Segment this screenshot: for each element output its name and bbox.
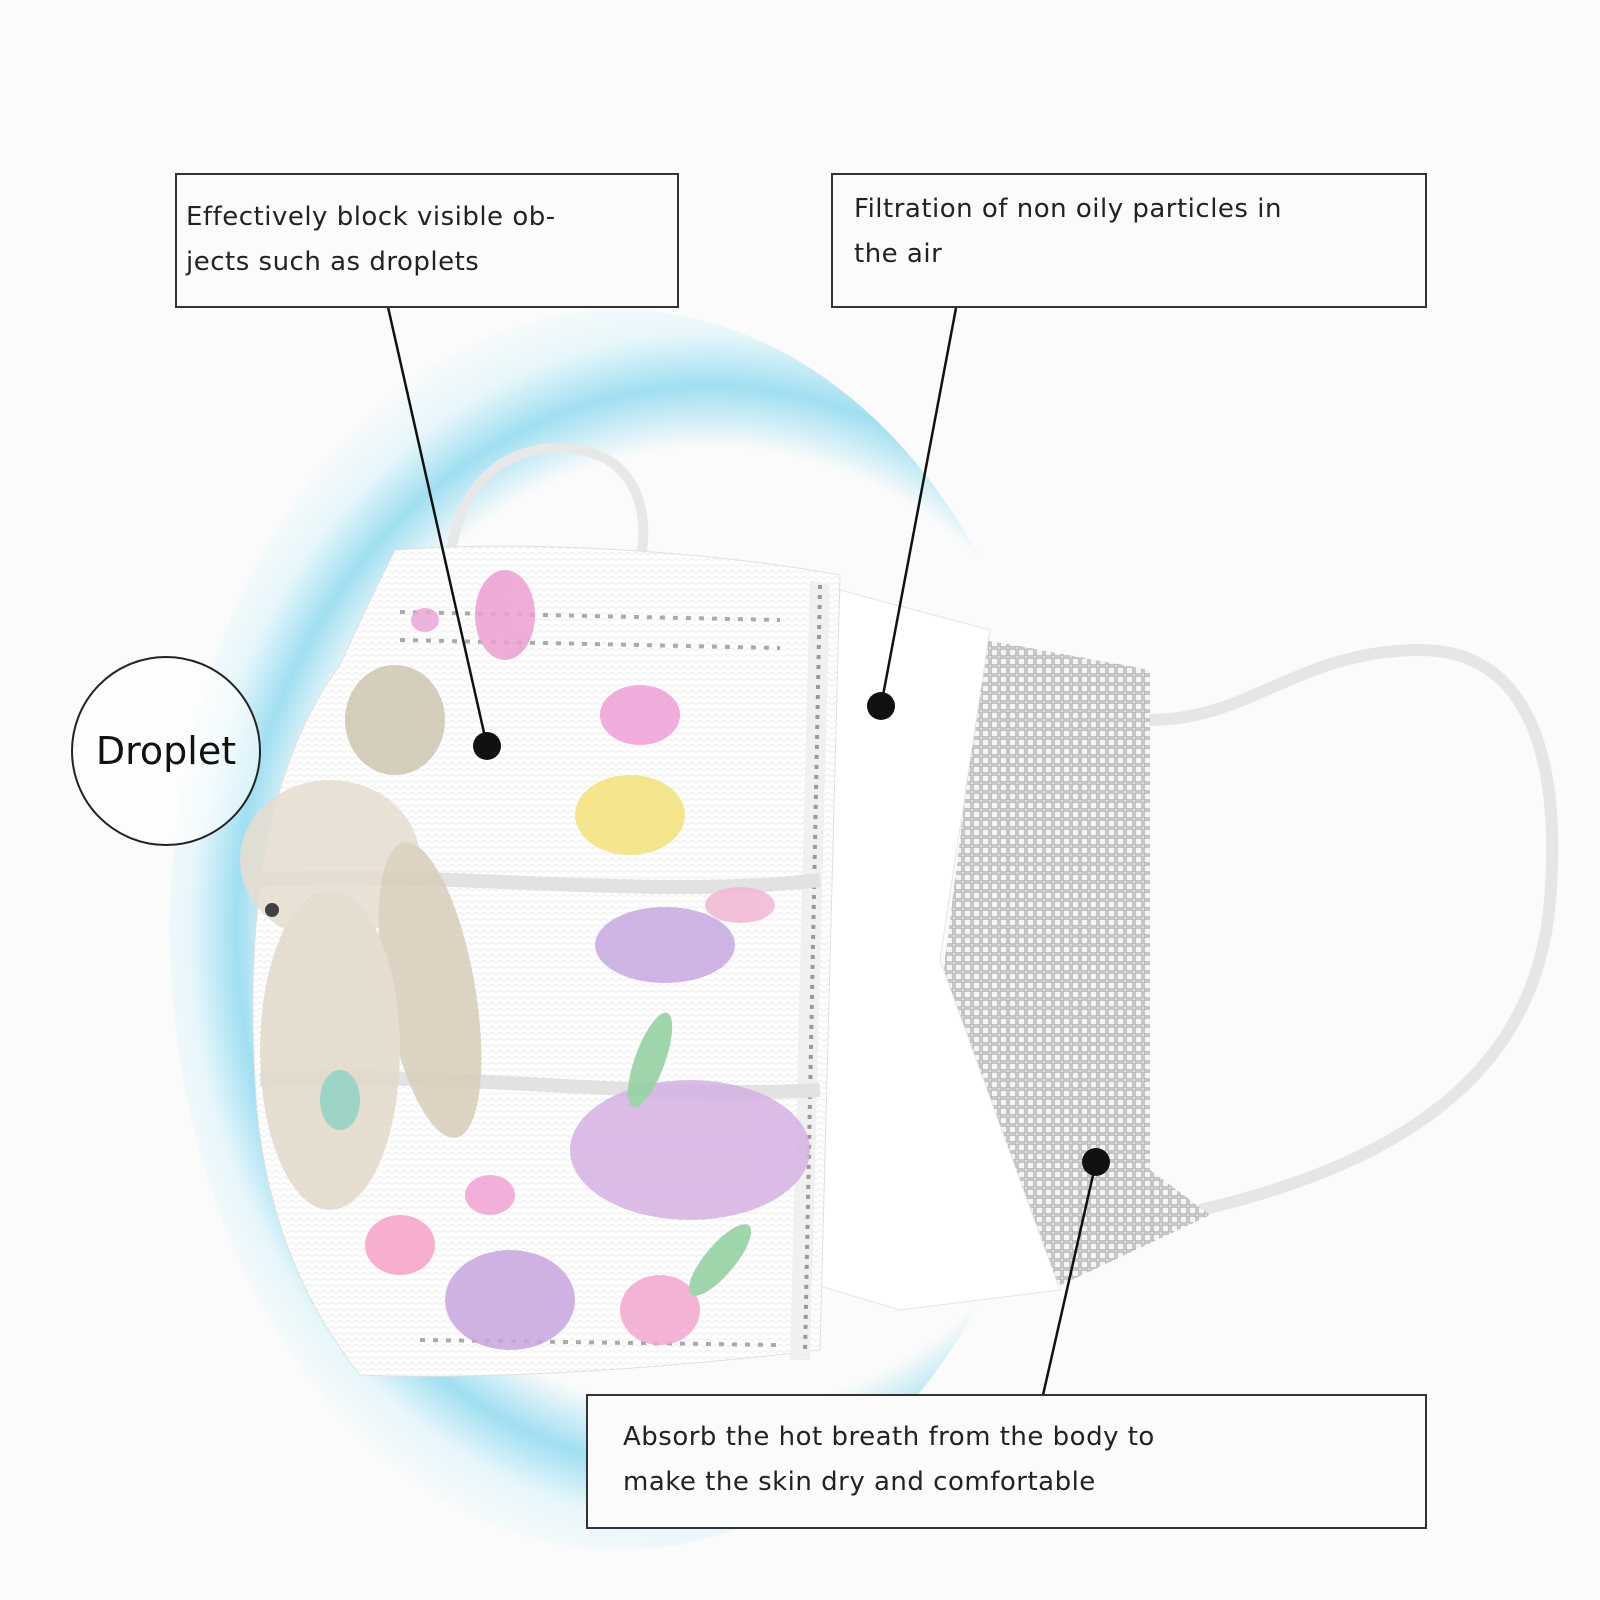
marker-dot-middle [867,692,895,720]
stitch-line-bottom [419,1338,781,1347]
callout-inner-line1: Absorb the hot breath from the body to [623,1422,1155,1452]
stitch-line-top [399,610,781,650]
leader-line-outer [386,306,489,747]
callout-outer-layer: Effectively block visible ob- jects such… [175,173,679,308]
marker-dot-outer [473,732,501,760]
callout-outer-line2: jects such as droplets [186,247,480,277]
callout-outer-line1: Effectively block visible ob- [186,202,556,232]
bunny-illustration [240,665,482,1210]
callout-inner-layer: Absorb the hot breath from the body to m… [586,1394,1427,1529]
leader-line-inner [1041,1161,1098,1396]
callout-middle-line1: Filtration of non oily particles in [854,194,1282,224]
marker-dot-inner [1082,1148,1110,1176]
leader-line-middle [879,307,958,707]
inner-mesh-layer [940,640,1210,1290]
droplet-label: Droplet [95,729,237,773]
ear-loop-top [445,443,649,562]
ear-loop-right [1149,643,1559,1216]
stitch-line [803,584,822,1356]
butterflies-illustration [320,570,810,1350]
callout-inner-line2: make the skin dry and comfortable [623,1467,1096,1497]
droplet-label-circle: Droplet [71,656,261,846]
callout-middle-line2: the air [854,239,943,269]
callout-middle-layer: Filtration of non oily particles in the … [831,173,1427,308]
